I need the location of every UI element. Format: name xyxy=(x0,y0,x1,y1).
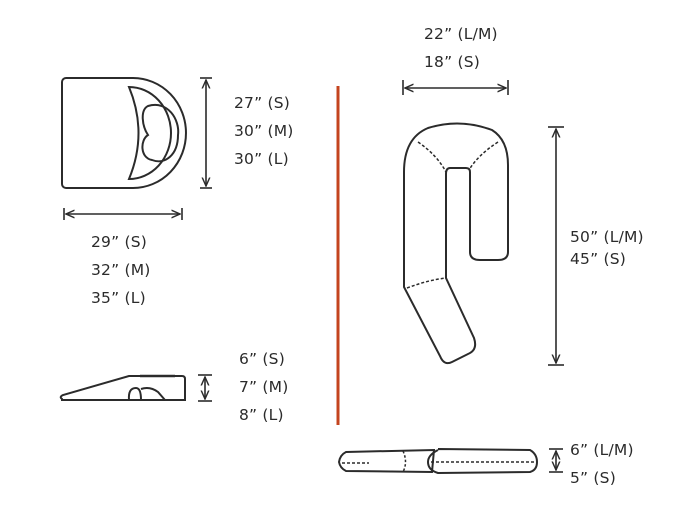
body-pillow-width-dimension-line xyxy=(402,80,509,95)
body-pillow-thickness-dimension-line xyxy=(549,448,563,473)
body-pillow-width-labels: 22” (L/M) 18” (S) xyxy=(424,20,498,76)
body-pillow-width-large-medium: 22” (L/M) xyxy=(424,25,498,43)
wedge-width-labels: 29” (S) 32” (M) 35” (L) xyxy=(91,228,151,312)
body-pillow-side-view-icon xyxy=(337,448,539,475)
wedge-width-medium: 32” (M) xyxy=(91,261,151,279)
wedge-height-labels: 27” (S) 30” (M) 30” (L) xyxy=(234,89,294,173)
wedge-height-large: 30” (L) xyxy=(234,150,289,168)
wedge-height-medium: 30” (M) xyxy=(234,122,294,140)
body-pillow-length-dimension-line xyxy=(548,126,564,366)
wedge-thickness-large: 8” (L) xyxy=(239,406,284,424)
body-pillow-width-small: 18” (S) xyxy=(424,53,481,71)
body-pillow-thickness-small: 5” (S) xyxy=(570,469,616,487)
wedge-top-view-icon xyxy=(61,77,187,189)
wedge-thickness-labels: 6” (S) 7” (M) 8” (L) xyxy=(239,345,289,429)
wedge-thickness-medium: 7” (M) xyxy=(239,378,289,396)
wedge-width-small: 29” (S) xyxy=(91,233,148,251)
body-pillow-length-small: 45” (S) xyxy=(570,250,627,268)
wedge-thickness-small: 6” (S) xyxy=(239,350,285,368)
wedge-height-dimension-line xyxy=(200,77,212,189)
wedge-width-large: 35” (L) xyxy=(91,289,146,307)
wedge-width-dimension-line xyxy=(63,208,183,220)
wedge-height-small: 27” (S) xyxy=(234,94,291,112)
body-pillow-length-labels: 50” (L/M) 45” (S) xyxy=(570,226,644,270)
body-pillow-thickness-labels: 6” (L/M) 5” (S) xyxy=(570,436,634,492)
body-pillow-length-large-medium: 50” (L/M) xyxy=(570,228,644,246)
wedge-thickness-dimension-line xyxy=(198,374,212,402)
wedge-side-view-icon xyxy=(59,374,186,401)
body-pillow-thickness-large-medium: 6” (L/M) xyxy=(570,441,634,459)
body-pillow-front-view-icon xyxy=(403,122,509,365)
